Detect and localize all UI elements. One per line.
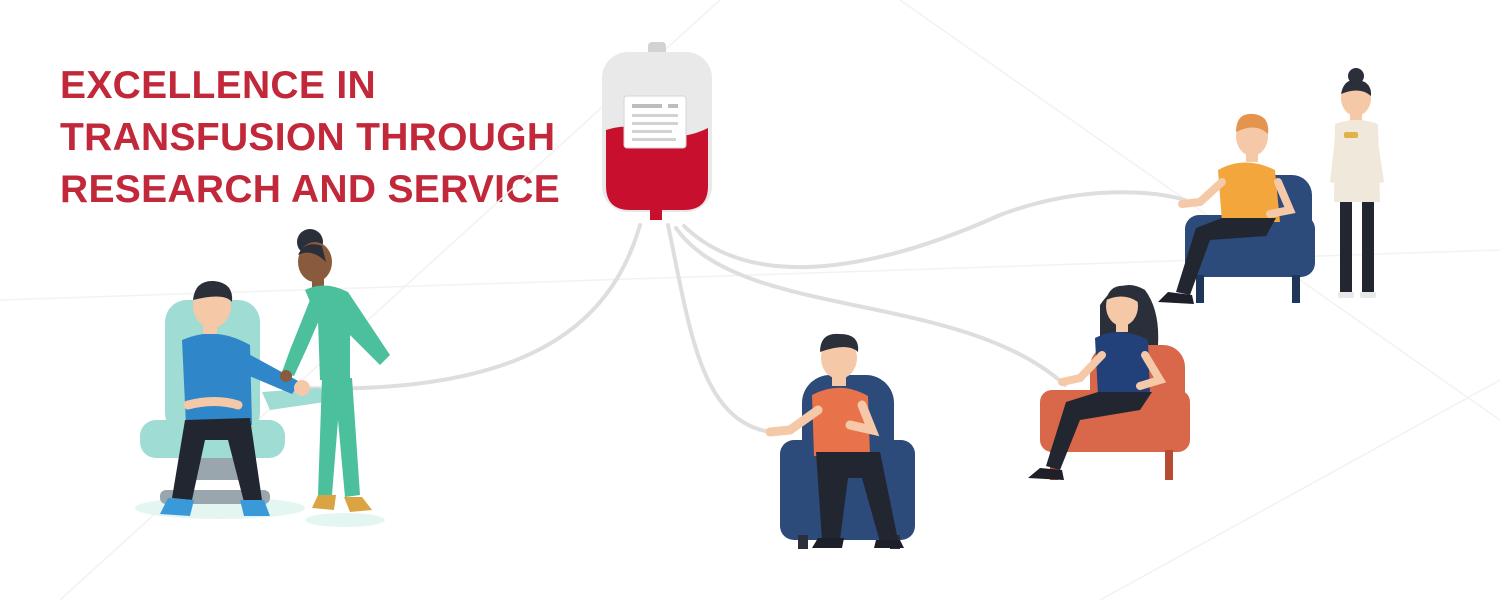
donor-group bbox=[135, 229, 390, 527]
headline-line-1: EXCELLENCE IN bbox=[60, 64, 376, 107]
nurse-icon bbox=[1330, 68, 1384, 298]
page-title: EXCELLENCE IN TRANSFUSION THROUGH RESEAR… bbox=[60, 60, 560, 216]
blood-bag-icon bbox=[602, 42, 712, 220]
headline-line-3: RESEARCH AND SERVICE bbox=[60, 168, 561, 211]
patient-group-top-right bbox=[1158, 68, 1384, 304]
transfusion-tubes bbox=[298, 190, 1187, 434]
nurse-icon bbox=[280, 229, 390, 512]
donor-icon bbox=[160, 280, 310, 516]
headline-line-2: TRANSFUSION THROUGH bbox=[60, 116, 556, 159]
patient-icon bbox=[1158, 113, 1296, 304]
patient-group-right bbox=[1028, 285, 1190, 480]
patient-icon bbox=[1028, 285, 1167, 480]
patient-icon bbox=[765, 333, 904, 548]
patient-group-center bbox=[765, 333, 915, 549]
